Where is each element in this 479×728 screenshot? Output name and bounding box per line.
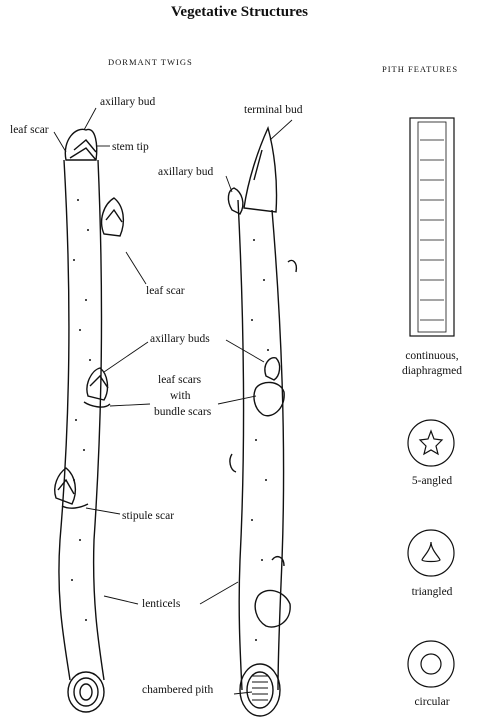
- caption-5-angled: 5-angled: [394, 475, 470, 488]
- caption-circular: circular: [394, 696, 470, 709]
- five-angled-pith: [408, 420, 454, 466]
- circular-pith: [408, 641, 454, 687]
- triangled-pith: [408, 530, 454, 576]
- continuous-pith-sample: [410, 118, 454, 336]
- caption-diaphragmed: diaphragmed: [386, 365, 478, 378]
- caption-continuous: continuous,: [394, 350, 470, 363]
- caption-triangled: triangled: [394, 586, 470, 599]
